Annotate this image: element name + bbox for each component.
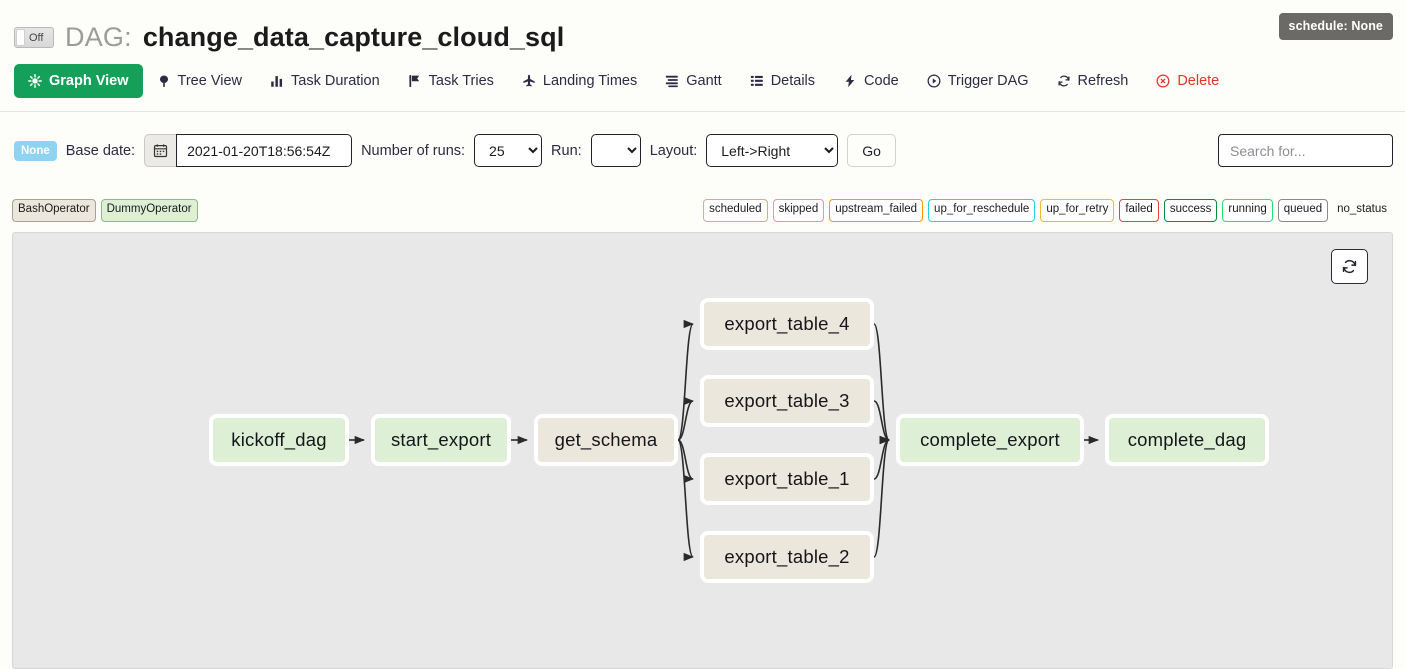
nav-tab-task-duration[interactable]: Task Duration [256,64,394,98]
nav-tab-trigger-dag[interactable]: Trigger DAG [913,64,1043,98]
graph-edge-export_table_4-to-complete_export [873,323,891,445]
nav-tab-landing-times[interactable]: Landing Times [508,64,651,98]
nav-tab-gantt[interactable]: Gantt [651,64,735,98]
graph-canvas[interactable]: kickoff_dag start_export get_schema export_… [12,232,1393,669]
number-of-runs-select[interactable]: 52550100365 [474,134,543,167]
graph-edges [349,319,1100,562]
none-badge: None [14,140,57,161]
graph-refresh-button[interactable] [1331,249,1368,284]
graph-node-export_table_1[interactable]: export_table_1 [700,453,874,505]
nav-tab-label: Trigger DAG [947,73,1029,89]
status-chip-upstream_failed[interactable]: upstream_failed [829,199,924,222]
operator-chip-dummyoperator[interactable]: DummyOperator [100,199,198,222]
status-chip-success[interactable]: success [1163,199,1218,222]
nav-tab-label: Gantt [686,73,722,89]
graph-node-complete_export[interactable]: complete_export [896,414,1084,466]
dag-prefix-label: DAG: [65,22,132,52]
nav-tab-label: Landing Times [542,73,638,89]
calendar-icon[interactable] [144,134,177,167]
operator-chip-bashoperator[interactable]: BashOperator [12,199,96,222]
graph-edge-get_schema-to-export_table_2 [677,439,695,562]
graph-node-get_schema[interactable]: get_schema [534,414,678,466]
status-chip-scheduled[interactable]: scheduled [703,199,768,222]
gantt-icon [665,74,679,88]
nav-tab-details[interactable]: Details [736,64,829,98]
status-chip-up_for_retry[interactable]: up_for_retry [1040,199,1115,222]
dag-title-row: Off DAG: change_data_capture_cloud_sql [14,22,564,53]
filter-bar: None Base date: Number of runs: 52550100… [14,134,1393,167]
status-chip-running[interactable]: running [1222,199,1273,222]
graph-node-export_table_2[interactable]: export_table_2 [700,531,874,583]
status-chip-failed[interactable]: failed [1119,199,1159,222]
number-of-runs-label: Number of runs: [361,142,466,159]
plane-icon [522,74,536,88]
run-label: Run: [551,142,582,159]
layout-label: Layout: [649,142,698,159]
nav-tab-task-tries[interactable]: Task Tries [394,64,508,98]
nav-tab-refresh[interactable]: Refresh [1043,64,1143,98]
nav-tab-label: Task Tries [428,73,494,89]
nav-tab-label: Code [864,73,899,89]
status-chip-skipped[interactable]: skipped [772,199,825,222]
status-chip-no_status[interactable]: no_status [1337,203,1387,215]
graph-edge-get_schema-to-export_table_4 [677,319,695,441]
graph-node-start_export[interactable]: start_export [371,414,511,466]
toggle-label: Off [29,31,44,44]
base-date-group [144,134,353,167]
layout-select[interactable]: Left->RightRight->LeftTop->BottomBottom-… [706,134,839,167]
base-date-input[interactable] [176,134,353,167]
bar-chart-icon [270,74,284,88]
nav-tab-label: Task Duration [291,73,380,89]
search-input[interactable] [1218,134,1393,167]
nav-tab-label: Delete [1177,73,1220,89]
graph-node-export_table_4[interactable]: export_table_4 [700,298,874,350]
base-date-label: Base date: [65,142,136,159]
toggle-knob [16,29,25,46]
nav-tab-label: Tree View [177,73,242,89]
go-button[interactable]: Go [847,134,896,167]
bolt-icon [843,74,857,88]
nav-tab-label: Details [770,73,816,89]
graph-edge-export_table_2-to-complete_export [873,435,891,558]
play-circle-icon [927,74,941,88]
asterisk-icon [28,74,42,88]
graph-edge-get_schema-to-export_table_3 [677,396,695,441]
delete-circle-icon [1156,74,1170,88]
schedule-badge: schedule: None [1278,13,1393,40]
status-chip-queued[interactable]: queued [1277,199,1329,222]
graph-node-export_table_3[interactable]: export_table_3 [700,375,874,427]
list-icon [750,74,764,88]
tree-icon [157,74,171,88]
nav-tab-delete[interactable]: Delete [1142,64,1233,98]
graph-node-kickoff_dag[interactable]: kickoff_dag [209,414,349,466]
nav-tab-label: Refresh [1077,73,1129,89]
page-title: change_data_capture_cloud_sql [142,22,565,52]
nav-divider [0,111,1405,112]
status-chip-up_for_reschedule[interactable]: up_for_reschedule [928,199,1036,222]
dag-pause-toggle[interactable]: Off [14,27,54,48]
nav-tab-graph-view[interactable]: Graph View [14,64,143,98]
dag-nav-tabs: Graph View Tree View Task Duration Task Tri… [14,64,1233,98]
graph-node-complete_dag[interactable]: complete_dag [1105,414,1269,466]
flag-icon [408,74,422,88]
nav-tab-label: Graph View [49,73,129,89]
nav-tab-code[interactable]: Code [829,64,913,98]
run-select[interactable] [590,134,641,167]
refresh-icon [1057,74,1071,88]
nav-tab-tree-view[interactable]: Tree View [143,64,256,98]
